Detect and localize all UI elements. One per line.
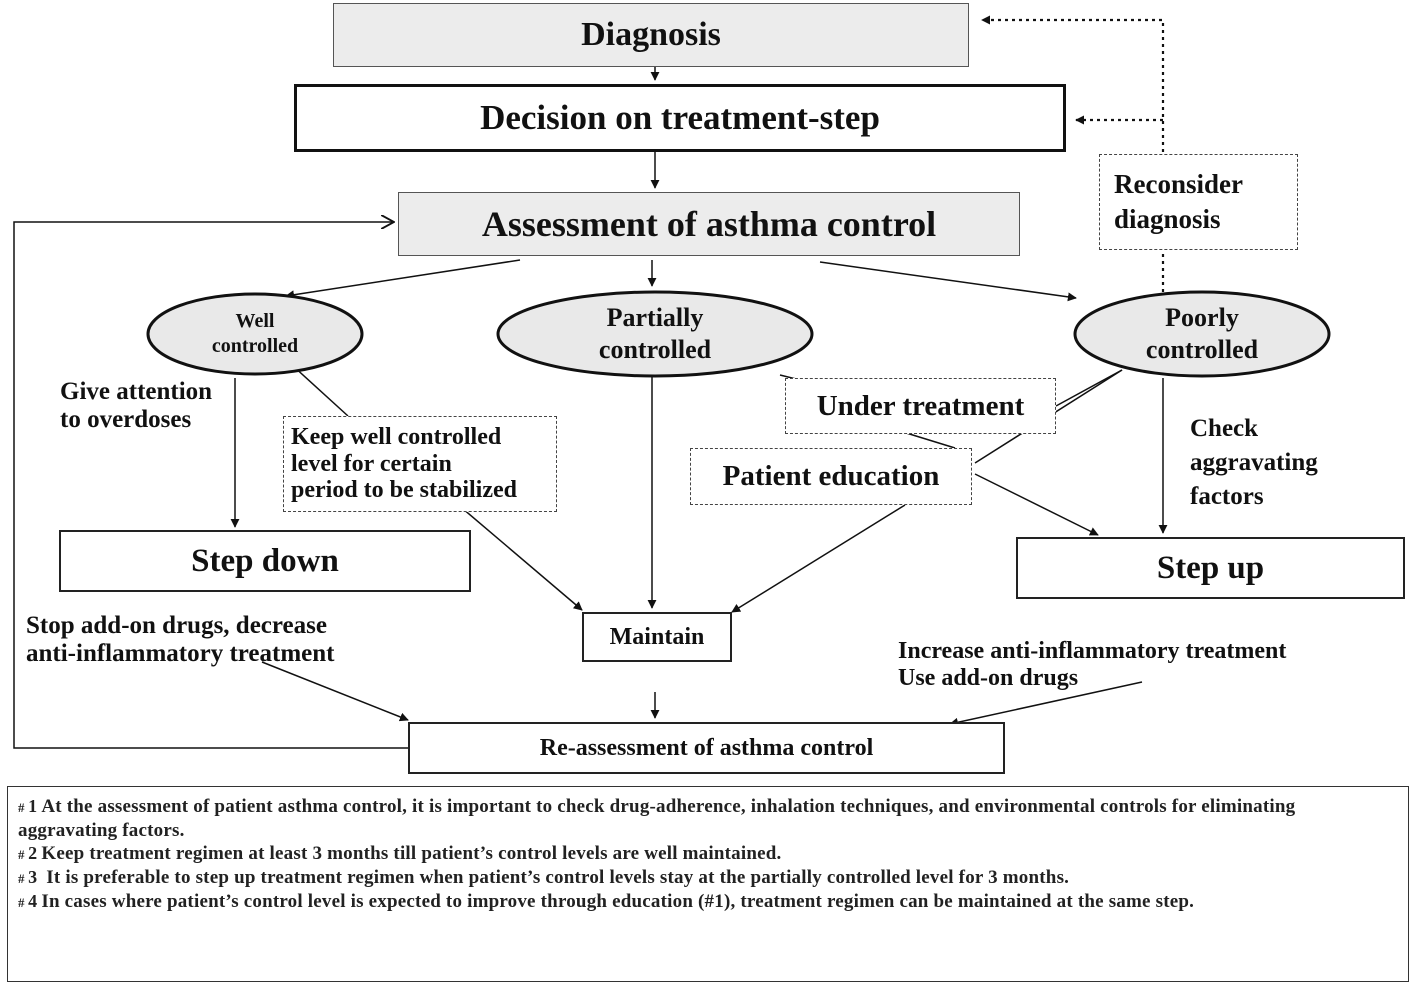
check-line2: aggravating (1190, 449, 1318, 476)
attention-text: Give attention to overdoses (60, 378, 212, 434)
poor-label-line2: controlled (1145, 335, 1259, 364)
assessment-box: Assessment of asthma control (398, 192, 1020, 256)
diagnosis-box: Diagnosis (333, 3, 969, 67)
increase-line2: Use add-on drugs (898, 664, 1079, 691)
dotted-reconsider-to-diagnosis (981, 15, 1165, 152)
footnote-text: Keep treatment regimen at least 3 months… (41, 843, 782, 864)
increase-line1: Increase anti-inflammatory treatment (898, 638, 1287, 664)
under-treatment-box: Under treatment (785, 378, 1056, 434)
footnote-text: It is preferable to step up treatment re… (41, 867, 1070, 888)
arrow-assessment-to-well (285, 259, 521, 300)
footnote-number: 4 (28, 891, 38, 911)
footnote-marker: # 3 (18, 867, 38, 887)
step-up-label: Step up (1156, 549, 1265, 586)
assessment-label: Assessment of asthma control (481, 204, 937, 244)
partially-controlled-label: Partially controlled (500, 296, 810, 372)
check-line3: factors (1190, 483, 1264, 510)
patient-education-box: Patient education (690, 448, 972, 505)
arrow-assessment-to-poor (819, 261, 1077, 302)
keep-line2: level for certain (291, 450, 452, 477)
footnote-text: In cases where patient’s control level i… (41, 891, 1195, 912)
under-treatment-label: Under treatment (816, 389, 1025, 422)
line-poor-to-under-treatment (1055, 369, 1123, 407)
poorly-controlled-label: Poorly controlled (1077, 296, 1327, 372)
reassessment-label: Re-assessment of asthma control (539, 734, 874, 761)
maintain-label: Maintain (609, 623, 705, 650)
reassessment-box: Re-assessment of asthma control (408, 722, 1005, 774)
line-well-to-keep (291, 364, 349, 417)
increase-treatment-text: Increase anti-inflammatory treatment Use… (898, 638, 1286, 692)
footnote-text: At the assessment of patient asthma cont… (18, 796, 1296, 841)
arrow-reassessment-loop (13, 222, 408, 749)
well-label-line2: controlled (211, 335, 299, 357)
footnote-number: 1 (28, 796, 38, 816)
footnote-number: 3 (28, 867, 38, 887)
arrow-keep-to-maintain (461, 507, 583, 611)
check-line1: Check (1190, 415, 1259, 442)
footnote-marker: # 1 (18, 796, 38, 816)
attention-line2: to overdoses (60, 406, 192, 433)
attention-line1: Give attention (60, 378, 213, 405)
decision-label: Decision on treatment-step (480, 98, 880, 137)
step-down-box: Step down (59, 530, 471, 592)
well-label-line1: Well (235, 310, 275, 332)
reconsider-label-line2: diagnosis (1114, 204, 1221, 234)
stop-line1: Stop add-on drugs, decrease (26, 612, 327, 639)
reconsider-label-line1: Reconsider (1114, 168, 1243, 199)
well-controlled-label: Well controlled (150, 298, 360, 370)
decision-box: Decision on treatment-step (294, 84, 1066, 152)
keep-line1: Keep well controlled (291, 423, 502, 450)
line-under-to-education (902, 431, 956, 449)
footnote-number: 2 (28, 843, 38, 863)
reconsider-diagnosis-box: Reconsider diagnosis (1099, 154, 1298, 250)
partial-label-line1: Partially (606, 302, 704, 332)
stop-addon-text: Stop add-on drugs, decrease anti-inflamm… (26, 612, 334, 668)
keep-stabilized-box: Keep well controlled level for certain p… (283, 416, 557, 512)
patient-education-label: Patient education (722, 460, 940, 492)
arrow-stepup-to-reassessment (949, 681, 1143, 727)
ellipse-poor (1073, 290, 1331, 378)
footnote-marker: # 4 (18, 891, 38, 911)
arrow-stepdown-to-reassessment (261, 661, 409, 722)
keep-line3: period to be stabilized (291, 477, 517, 504)
poor-label-line1: Poorly (1165, 302, 1239, 332)
stop-line2: anti-inflammatory treatment (26, 640, 335, 667)
step-down-label: Step down (191, 542, 339, 579)
ellipse-partial (496, 290, 814, 378)
ellipse-well (146, 292, 364, 376)
diagnosis-label: Diagnosis (581, 16, 721, 53)
step-up-box: Step up (1016, 537, 1405, 599)
footnote-3: # 3 It is preferable to step up treatmen… (18, 866, 1398, 890)
arrow-education-to-stepup (974, 473, 1099, 536)
partial-label-line2: controlled (598, 335, 712, 364)
check-factors-text: Check aggravating factors (1190, 412, 1318, 514)
footnote-marker: # 2 (18, 843, 38, 863)
maintain-box: Maintain (582, 612, 732, 662)
arrow-education-to-maintain (731, 504, 906, 613)
